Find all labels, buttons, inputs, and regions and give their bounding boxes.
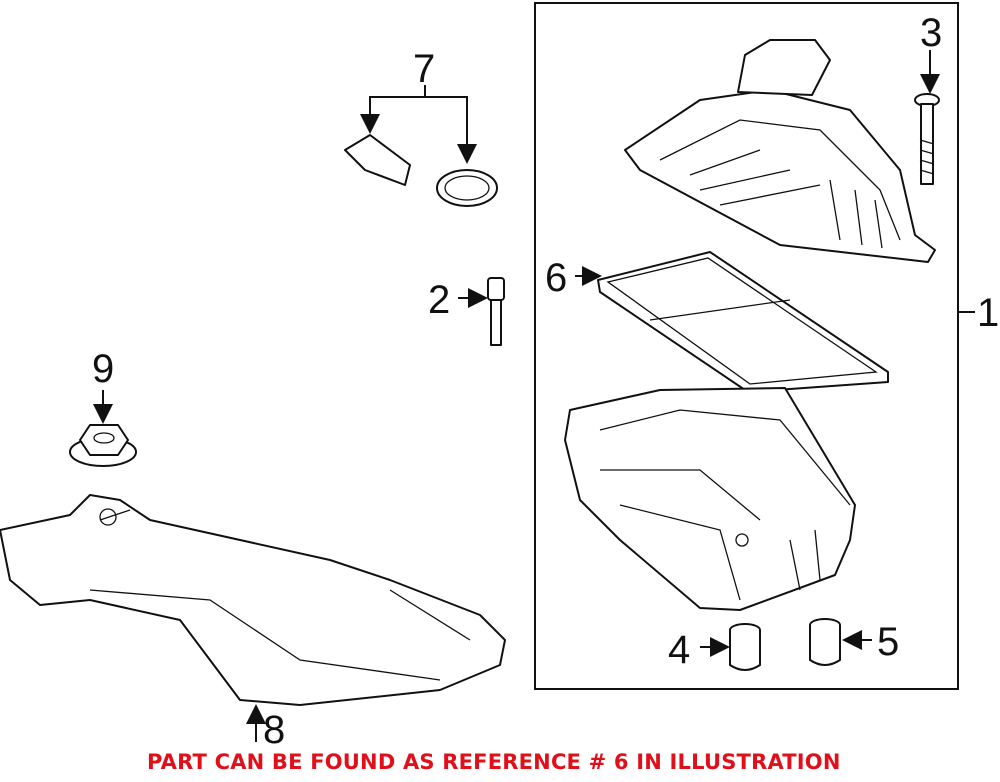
callout-6: 6 [545, 256, 567, 300]
callout-1: 1 [977, 291, 999, 335]
air-filter-element [597, 251, 889, 393]
sensor-7 [344, 134, 411, 186]
grommet-4 [729, 623, 761, 671]
reference-note: PART CAN BE FOUND AS REFERENCE # 6 IN IL… [147, 750, 841, 774]
air-cleaner-upper-housing [624, 39, 936, 263]
callout-5: 5 [877, 620, 899, 664]
callout-2: 2 [428, 278, 450, 322]
air-cleaner-lower-housing [564, 387, 856, 611]
assembly-bracket-box [534, 2, 959, 690]
bolt-3 [914, 93, 940, 185]
callout-7: 7 [413, 47, 435, 91]
callout-8: 8 [263, 708, 285, 752]
nut-9 [69, 424, 137, 467]
callout-4: 4 [668, 628, 690, 672]
callout-3: 3 [920, 11, 942, 55]
bolt-2 [487, 277, 505, 346]
sleeve-5 [809, 618, 841, 666]
air-intake-duct-8 [0, 494, 506, 706]
callout-9: 9 [92, 347, 114, 391]
